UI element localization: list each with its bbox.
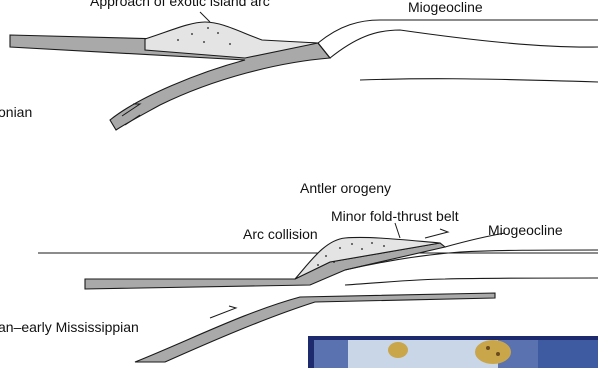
top-miogeocline-label: Miogeocline — [408, 0, 483, 15]
bottom-slab-arrow — [210, 306, 236, 318]
photo-thumbnail — [308, 336, 598, 368]
top-period-label: onian — [0, 104, 32, 120]
top-arc-label: Approach of exotic island arc — [90, 0, 270, 9]
bottom-foldthrust-label: Minor fold-thrust belt — [331, 208, 459, 224]
top-arc-leader — [200, 12, 210, 22]
bottom-thrust-arrow — [425, 229, 448, 238]
bottom-foldthrust-leader — [395, 223, 400, 238]
top-miogeocline — [318, 20, 598, 82]
bottom-period-label: an–early Mississippian — [0, 319, 139, 335]
bottom-antler-label: Antler orogeny — [300, 180, 391, 196]
top-panel — [10, 12, 598, 130]
bottom-arc-collision-label: Arc collision — [243, 226, 318, 242]
bottom-miogeocline-label: Miogeocline — [488, 222, 563, 238]
